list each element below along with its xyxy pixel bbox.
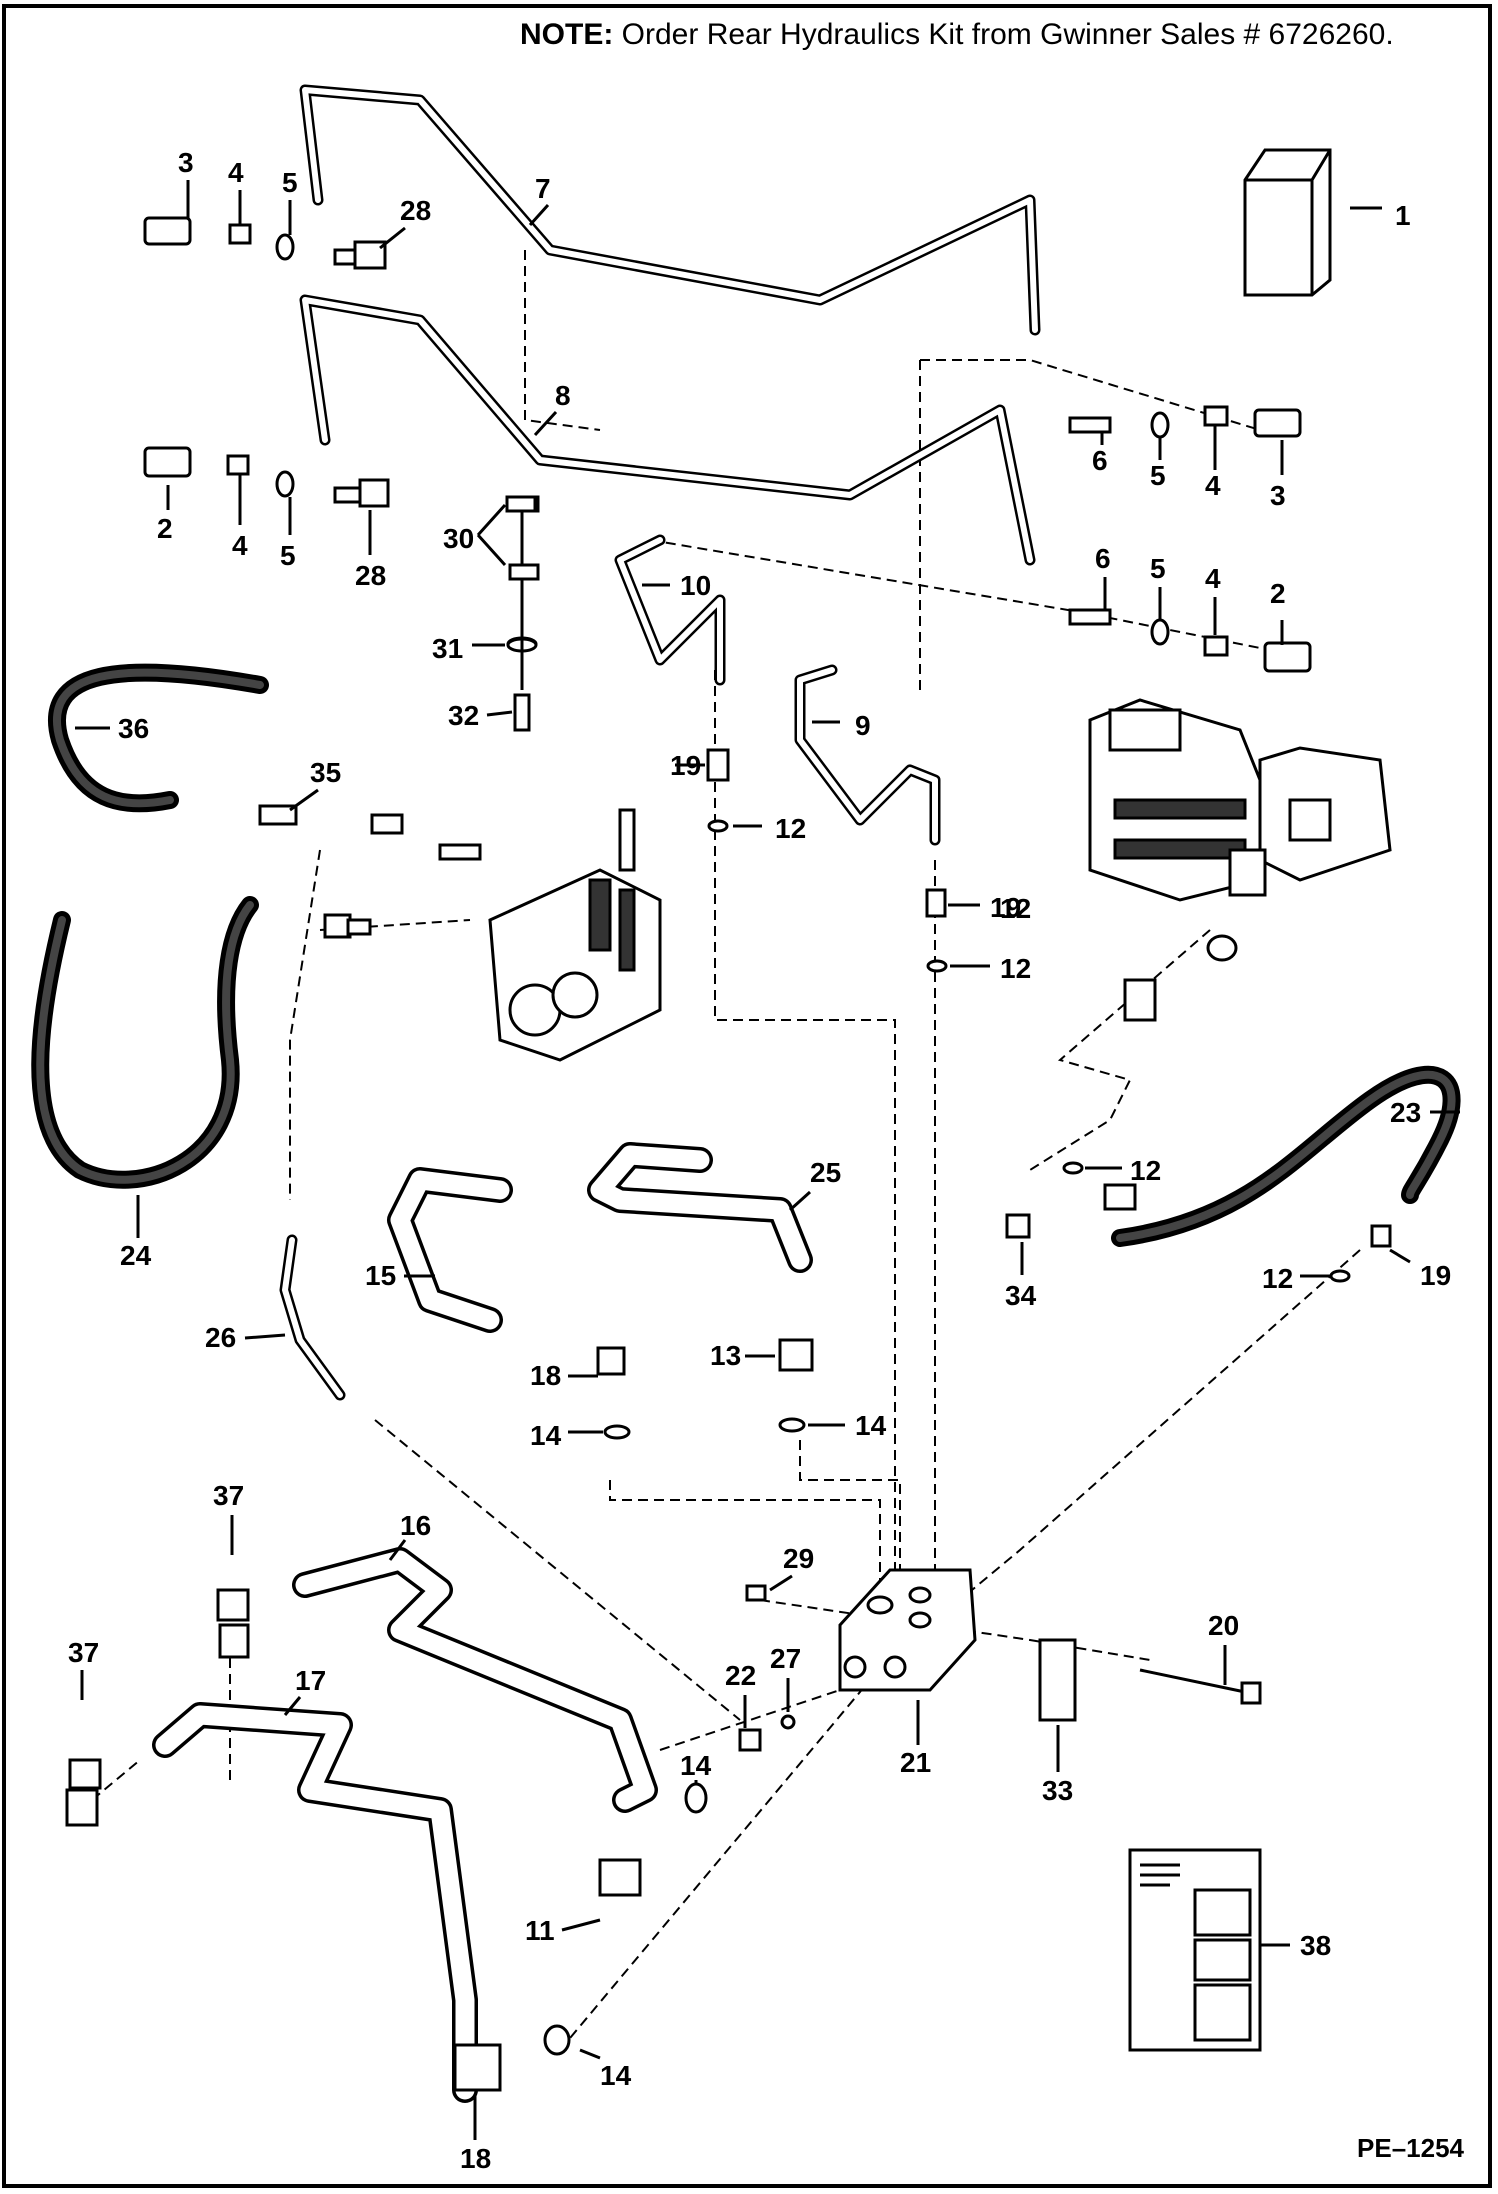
callout: 4 (1205, 470, 1221, 501)
callout: 2 (157, 513, 173, 544)
tube-9 (794, 664, 941, 846)
callout: 33 (1042, 1775, 1073, 1806)
note-prefix: NOTE: (520, 18, 614, 51)
control-valve (488, 808, 662, 1062)
diagram-frame (2, 4, 1492, 2188)
callout: 9 (855, 710, 871, 741)
tube-10 (614, 534, 726, 686)
callout: 17 (295, 1665, 326, 1696)
callout: 12 (1262, 1263, 1293, 1294)
callout: 5 (282, 167, 298, 198)
tube-25 (587, 1142, 813, 1273)
callout: 2 (1270, 578, 1286, 609)
callout: 3 (1270, 480, 1286, 511)
callout: 37 (213, 1480, 244, 1511)
hose-23 (1111, 1065, 1461, 1247)
page-code: PE–1254 (1357, 2133, 1464, 2163)
callout: 5 (1150, 460, 1166, 491)
callout: 7 (535, 173, 551, 204)
callout: 14 (680, 1750, 712, 1781)
callout: 14 (600, 2060, 632, 2091)
callout: 26 (205, 1322, 236, 1353)
callout: 37 (68, 1637, 99, 1668)
note-text: Order Rear Hydraulics Kit from Gwinner S… (621, 18, 1394, 51)
tube-26 (279, 1234, 346, 1401)
hose-36 (47, 663, 269, 813)
callout: 22 (725, 1660, 756, 1691)
callout: 4 (228, 157, 244, 188)
fittings (65, 216, 1392, 2092)
callout: 25 (810, 1157, 841, 1188)
callout: 18 (530, 1360, 561, 1391)
tube-15 (387, 1167, 513, 1333)
callout: 19 (990, 892, 1021, 923)
tube-7 (299, 84, 1041, 336)
callout: 6 (1092, 445, 1108, 476)
hose-24 (31, 896, 259, 1189)
bar-33 (1038, 1638, 1077, 1722)
callout: 28 (400, 195, 431, 226)
hydraulic-pump (1088, 698, 1392, 902)
callout: 16 (400, 1510, 431, 1541)
callout: 20 (1208, 1610, 1239, 1641)
callout: 34 (1005, 1280, 1037, 1311)
callout: 12 (1000, 893, 1031, 924)
callout: 11 (525, 1915, 555, 1946)
kit-box-1 (1243, 148, 1332, 297)
order-note: NOTE: Order Rear Hydraulics Kit from Gwi… (520, 18, 1394, 52)
callout: 36 (118, 713, 149, 744)
bracket-30-31-32 (505, 495, 538, 690)
callout: 12 (775, 813, 806, 844)
bolt-20 (1139, 1668, 1262, 1705)
callout: 4 (1205, 563, 1221, 594)
tube-16 (292, 1547, 658, 1813)
callout: 14 (855, 1410, 887, 1441)
callout: 24 (120, 1240, 152, 1271)
callout: 4 (232, 530, 248, 561)
callout: 21 (900, 1747, 931, 1778)
callouts: 1 2 2 3 3 4 4 4 4 5 5 5 5 6 6 7 8 9 10 (68, 147, 1460, 2174)
callout: 31 (432, 633, 463, 664)
callout: 19 (1420, 1260, 1451, 1291)
callout: 32 (448, 700, 479, 731)
callout: 12 (1130, 1155, 1161, 1186)
callout: 38 (1300, 1930, 1331, 1961)
callout: 27 (770, 1643, 801, 1674)
callout: 6 (1095, 543, 1111, 574)
tube-8 (299, 294, 1036, 566)
callout: 5 (1150, 553, 1166, 584)
callout: 3 (178, 147, 194, 178)
callout: 23 (1390, 1097, 1421, 1128)
callout: 10 (680, 570, 711, 601)
callout: 18 (460, 2143, 491, 2174)
callout: 15 (365, 1260, 396, 1291)
callout: 8 (555, 380, 571, 411)
callout: 29 (783, 1543, 814, 1574)
manual-38 (1128, 1848, 1262, 2052)
callout: 30 (443, 523, 474, 554)
manifold-block-21 (838, 1568, 977, 1692)
callout: 14 (530, 1420, 562, 1451)
callout: 28 (355, 560, 386, 591)
callout: 12 (1000, 953, 1031, 984)
callout: 1 (1395, 200, 1411, 231)
callout: 13 (710, 1340, 741, 1371)
dashed-assembly-lines (79, 250, 1361, 2051)
callout: 35 (310, 757, 341, 788)
tube-17 (152, 1702, 478, 2103)
callout: 5 (280, 540, 296, 571)
